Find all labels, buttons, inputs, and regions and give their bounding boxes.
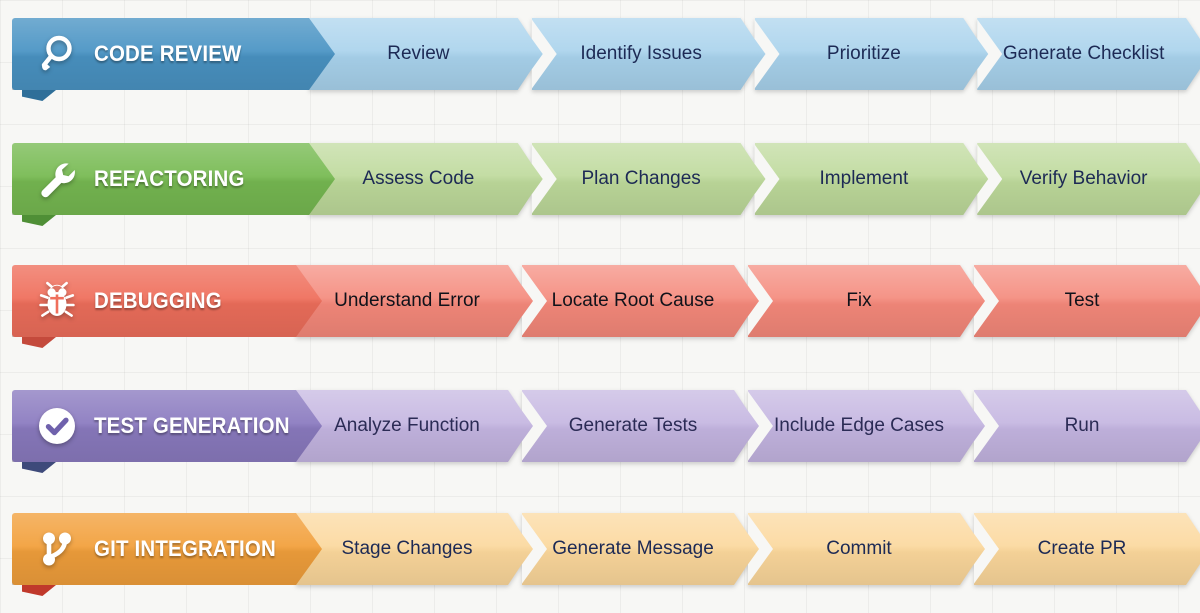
step-strip: Stage Changes Generate Message Commit Creat… [296,513,1200,585]
workflow-row-refactoring: Assess Code Plan Changes Implement Verify B… [12,143,1200,226]
workflow-row-git-integration: Stage Changes Generate Message Commit Creat… [12,513,1200,596]
step-git-integration-3[interactable]: Commit [748,513,984,585]
step-label: Understand Error [334,290,480,311]
step-strip: Assess Code Plan Changes Implement Verify B… [309,143,1200,215]
chevron-separator-icon [976,143,1002,215]
category-tab-refactoring[interactable]: REFACTORING [12,143,335,215]
workflow-row-test-generation: Analyze Function Generate Tests Include Ed… [12,390,1200,473]
step-code-review-4[interactable]: Generate Checklist [977,18,1200,90]
chevron-separator-icon [747,513,773,585]
step-code-review-2[interactable]: Identify Issues [532,18,765,90]
wrench-icon [34,156,80,202]
category-title: TEST GENERATION [94,413,290,438]
step-debugging-1[interactable]: Understand Error [296,265,532,337]
step-label: Include Edge Cases [773,415,945,436]
category-title: DEBUGGING [94,288,222,313]
chevron-separator-icon [531,143,557,215]
step-refactoring-4[interactable]: Verify Behavior [977,143,1200,215]
step-label: Plan Changes [581,168,701,189]
step-debugging-3[interactable]: Fix [748,265,984,337]
step-label: Run [1064,415,1100,436]
step-code-review-1[interactable]: Review [309,18,542,90]
step-debugging-2[interactable]: Locate Root Cause [522,265,758,337]
workflow-row-debugging: Understand Error Locate Root Cause Fix Test… [12,265,1200,348]
step-strip: Review Identify Issues Prioritize Generate … [309,18,1200,90]
step-strip: Understand Error Locate Root Cause Fix Test [296,265,1200,337]
step-label: Assess Code [362,168,475,189]
chevron-separator-icon [973,513,999,585]
step-git-integration-2[interactable]: Generate Message [522,513,758,585]
step-test-generation-4[interactable]: Run [974,390,1200,462]
step-strip: Analyze Function Generate Tests Include Ed… [296,390,1200,462]
step-label: Test [1064,290,1100,311]
ribbon-fold [22,215,56,226]
chevron-separator-icon [521,390,547,462]
step-label: Review [387,43,450,64]
chevron-separator-icon [973,390,999,462]
category-tab-test-generation[interactable]: TEST GENERATION [12,390,322,462]
step-label: Create PR [1037,538,1127,559]
chevron-separator-icon [747,265,773,337]
step-label: Implement [819,168,909,189]
git-branch-icon [34,526,80,572]
step-label: Commit [826,538,892,559]
category-tab-git-integration[interactable]: GIT INTEGRATION [12,513,322,585]
step-label: Verify Behavior [1019,168,1148,189]
step-test-generation-2[interactable]: Generate Tests [522,390,758,462]
step-label: Prioritize [826,43,901,64]
step-debugging-4[interactable]: Test [974,265,1200,337]
step-label: Analyze Function [334,415,480,436]
chevron-separator-icon [973,265,999,337]
step-refactoring-2[interactable]: Plan Changes [532,143,765,215]
step-label: Locate Root Cause [551,290,715,311]
step-refactoring-1[interactable]: Assess Code [309,143,542,215]
ribbon-fold [22,462,56,473]
category-tab-code-review[interactable]: CODE REVIEW [12,18,335,90]
step-label: Identify Issues [580,43,702,64]
category-title: GIT INTEGRATION [94,536,277,561]
step-label: Generate Checklist [1002,43,1165,64]
step-label: Stage Changes [341,538,473,559]
magnifier-icon [34,31,80,77]
chevron-separator-icon [754,18,780,90]
check-circle-icon [34,403,80,449]
step-label: Generate Message [552,538,714,559]
bug-icon [34,278,80,324]
step-code-review-3[interactable]: Prioritize [755,18,988,90]
step-label: Generate Tests [568,415,698,436]
chevron-separator-icon [754,143,780,215]
ribbon-fold [22,337,56,348]
category-tab-debugging[interactable]: DEBUGGING [12,265,322,337]
step-label: Fix [846,290,872,311]
step-git-integration-4[interactable]: Create PR [974,513,1200,585]
chevron-separator-icon [521,513,547,585]
step-refactoring-3[interactable]: Implement [755,143,988,215]
workflow-row-code-review: Review Identify Issues Prioritize Generate … [12,18,1200,101]
category-title: CODE REVIEW [94,41,242,66]
chevron-separator-icon [521,265,547,337]
step-test-generation-1[interactable]: Analyze Function [296,390,532,462]
chevron-separator-icon [531,18,557,90]
ribbon-fold [22,585,56,596]
step-test-generation-3[interactable]: Include Edge Cases [748,390,984,462]
ribbon-fold [22,90,56,101]
step-git-integration-1[interactable]: Stage Changes [296,513,532,585]
category-title: REFACTORING [94,166,245,191]
